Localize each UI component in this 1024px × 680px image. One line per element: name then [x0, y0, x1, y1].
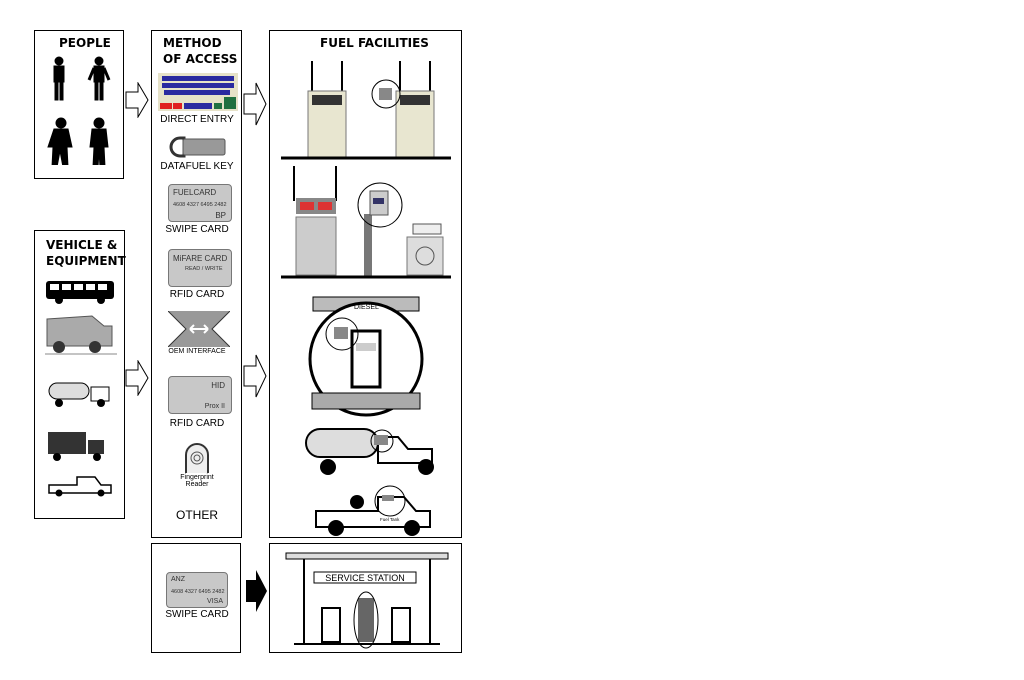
service-station-icon	[285, 552, 449, 649]
access-title: METHOD OF ACCESS	[163, 36, 238, 66]
swipe-card-label: SWIPE CARD	[165, 609, 229, 620]
card-number: 4608 4327 6495 2482	[173, 202, 227, 208]
direct-entry-label: DIRECT ENTRY	[160, 114, 234, 125]
dispenser-icon	[307, 61, 347, 158]
card-title: FUELCARD	[173, 188, 217, 197]
card-title: ANZ	[171, 576, 185, 583]
arrow-right-icon	[125, 82, 149, 118]
datafuel-key-label: DATAFUEL KEY	[160, 161, 234, 172]
card-title: MiFARE CARD	[173, 254, 228, 263]
arrow-right-icon	[125, 360, 149, 396]
oem-interface-icon	[168, 311, 230, 347]
keypad-icon	[158, 73, 238, 111]
people-box: PEOPLE	[34, 30, 124, 179]
oem-interface-label: OEM INTERFACE	[168, 348, 226, 355]
vehicle-title: VEHICLE & EQUIPMENT	[46, 238, 126, 268]
service-station-box: SERVICE STATION	[269, 543, 462, 653]
fuel-tank-label: Fuel Tank	[380, 517, 400, 522]
card-subtitle: Prox II	[204, 403, 225, 410]
arrow-right-icon	[243, 82, 267, 126]
card-subtitle: READ / WRITE	[185, 266, 223, 272]
public-card-box: ANZ 4608 4327 6495 2482 VISA SWIPE CARD	[151, 543, 241, 653]
service-station-label: SERVICE STATION	[325, 573, 405, 583]
card-number: 4608 4327 6495 2482	[171, 589, 225, 595]
mifare-card-icon: MiFARE CARD READ / WRITE	[168, 249, 232, 287]
datafuel-key-icon	[169, 136, 226, 158]
vehicles-icon	[45, 281, 117, 497]
dispenser-icon	[371, 61, 435, 158]
arrow-right-filled-icon	[246, 570, 267, 612]
card-brand: BP	[215, 211, 226, 220]
people-figures-icon	[47, 56, 111, 165]
hid-card-icon: HID Prox II	[168, 376, 232, 414]
fuelcard-icon: FUELCARD 4608 4327 6495 2482 BP	[168, 184, 232, 222]
swipe-card-label: SWIPE CARD	[165, 224, 229, 235]
anz-visa-card-icon: ANZ 4608 4327 6495 2482 VISA	[166, 572, 228, 608]
tank-label: DIESEL	[354, 304, 379, 311]
fingerprint-icon	[185, 443, 209, 473]
vehicle-box: VEHICLE & EQUIPMENT	[34, 230, 126, 519]
fingerprint-label: Fingerprint Reader	[180, 474, 214, 488]
access-box: METHOD OF ACCESS DIRECT ENTRY DATAFUEL K…	[151, 30, 242, 538]
people-title: PEOPLE	[59, 36, 111, 50]
arrow-right-icon	[243, 354, 267, 398]
facilities-title: FUEL FACILITIES	[320, 36, 429, 50]
card-brand: VISA	[207, 598, 223, 605]
rfid-card-label: RFID CARD	[169, 289, 225, 300]
fuel-facilities-box: FUEL FACILITIES DIESEL Fuel Tank	[269, 30, 462, 538]
card-title: HID	[211, 381, 225, 390]
fuel-facilities-illustration: DIESEL Fuel Tank	[281, 61, 451, 536]
rfid-card-label: RFID CARD	[169, 418, 225, 429]
other-label: OTHER	[176, 508, 218, 522]
